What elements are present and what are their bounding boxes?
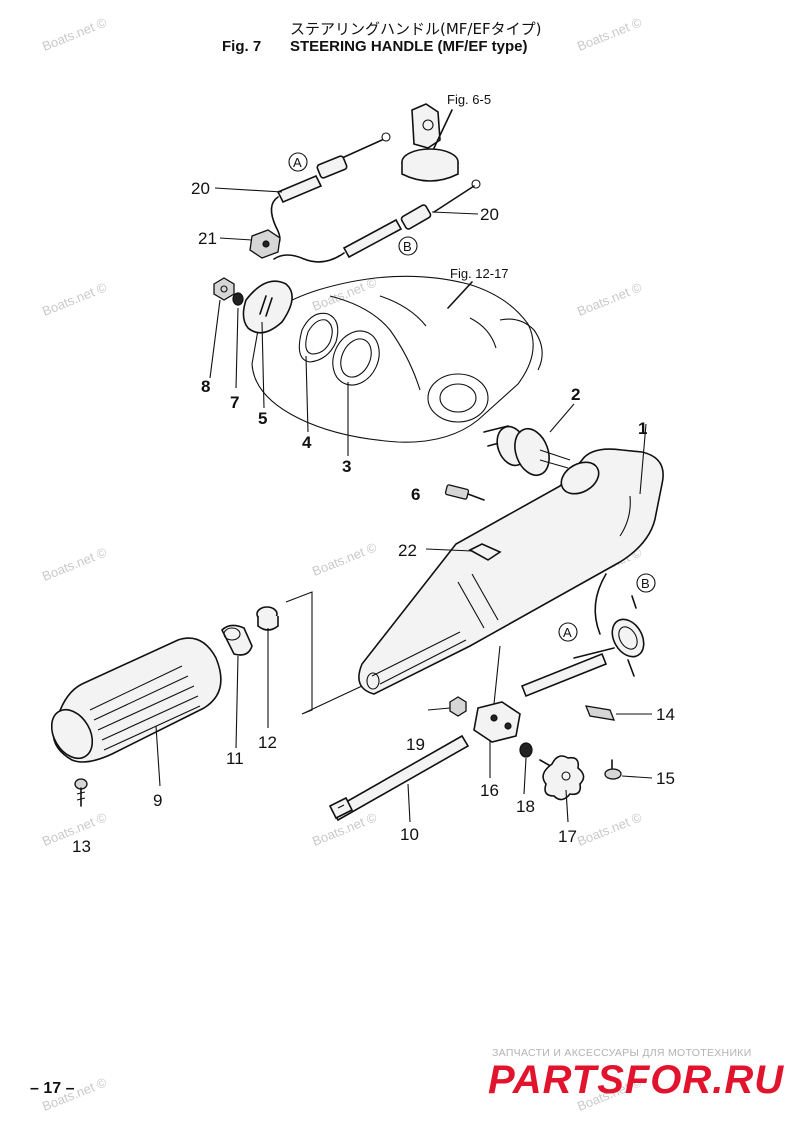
part-number-13: 13 — [72, 837, 91, 856]
steering-handle-arm — [358, 448, 664, 695]
part-number-5: 5 — [258, 409, 267, 428]
leader-8 — [209, 299, 221, 379]
part-number-20: 20 — [191, 179, 210, 198]
part-number-2: 2 — [571, 385, 580, 404]
callout-b-circle — [636, 573, 656, 593]
callout-a-circle — [288, 152, 308, 172]
throttle-grip — [50, 637, 222, 763]
leader-18 — [523, 757, 527, 795]
leader-2 — [549, 403, 575, 433]
leader-15 — [621, 775, 653, 779]
grommet-plate — [242, 280, 293, 334]
part-number-21: 21 — [198, 229, 217, 248]
leader-20-bottom — [431, 211, 479, 215]
friction-knob — [539, 755, 585, 801]
leader-7 — [235, 307, 239, 389]
seal-ring — [332, 330, 380, 386]
part-number-15: 15 — [656, 769, 675, 788]
leader-20-top — [214, 187, 283, 193]
shaft-bolt — [444, 484, 485, 501]
gasket — [298, 312, 339, 363]
leader-1 — [639, 423, 647, 495]
cable-clip — [584, 705, 616, 721]
figure-number: Fig. 7 — [222, 38, 262, 55]
friction-rod — [328, 734, 470, 822]
hex-nut — [213, 277, 235, 301]
reference-part-fig-12-17 — [251, 275, 543, 443]
assembly-line — [285, 591, 363, 715]
part-number-17: 17 — [558, 827, 577, 846]
leader-5 — [261, 321, 265, 409]
part-number-1: 1 — [638, 419, 647, 438]
callout-b-label: B — [641, 576, 650, 591]
part-number-12: 12 — [258, 733, 277, 752]
cable-clamp — [249, 229, 281, 259]
friction-nut — [449, 696, 467, 717]
part-number-7: 7 — [230, 393, 239, 412]
promo-subtitle: ЗАПЧАСТИ И АКСЕССУАРЫ ДЛЯ МОТОТЕХНИКИ — [492, 1047, 752, 1059]
part-number-20: 20 — [480, 205, 499, 224]
part-number-16: 16 — [480, 781, 499, 800]
clip-screw — [604, 759, 622, 780]
part-number-22: 22 — [398, 541, 417, 560]
leader-21 — [219, 237, 253, 241]
callout-b-label: B — [403, 239, 412, 254]
knob-washer — [519, 742, 533, 758]
part-number-18: 18 — [516, 797, 535, 816]
figure-title: STEERING HANDLE (MF/EF type) — [290, 38, 528, 55]
friction-block — [473, 701, 521, 743]
part-number-11: 11 — [226, 749, 244, 768]
part-number-8: 8 — [201, 377, 210, 396]
leader-17 — [565, 789, 569, 823]
leader-22 — [425, 548, 473, 552]
part-number-10: 10 — [400, 825, 419, 844]
callout-a-circle — [558, 622, 578, 642]
leader-4 — [305, 355, 309, 433]
part-number-9: 9 — [153, 791, 162, 810]
callout-b-circle — [398, 236, 418, 256]
throttle-cable-a — [269, 132, 391, 250]
part-number-6: 6 — [411, 485, 420, 504]
leader-9 — [155, 725, 161, 787]
grip-bushing — [256, 606, 279, 631]
part-number-3: 3 — [342, 457, 351, 476]
callout-a-label: A — [293, 155, 302, 170]
grip-collar — [221, 624, 253, 656]
title-japanese: ステアリングハンドル(MF/EFタイプ) — [290, 20, 542, 38]
leader-10 — [407, 783, 411, 823]
page-number: – 17 – — [30, 1080, 75, 1097]
callout-a-label: A — [563, 625, 572, 640]
leader-11 — [235, 655, 239, 749]
part-number-4: 4 — [302, 433, 312, 452]
reference-part-fig-6-5 — [401, 103, 459, 182]
decal-plate — [468, 543, 502, 561]
lock-washer — [232, 292, 244, 306]
leader-16-link — [493, 645, 501, 705]
part-number-14: 14 — [656, 705, 675, 724]
promo-logo: PARTSFOR.RU — [488, 1058, 785, 1102]
throttle-pulley — [520, 573, 645, 698]
ref-fig-12-17: Fig. 12-17 — [450, 266, 509, 281]
throttle-cable-b — [273, 179, 481, 263]
part-number-19: 19 — [406, 735, 425, 754]
leader-19 — [427, 707, 451, 711]
ref-fig-6-5: Fig. 6-5 — [447, 92, 491, 107]
steering-shaft — [483, 425, 571, 477]
grip-screw — [74, 778, 88, 807]
